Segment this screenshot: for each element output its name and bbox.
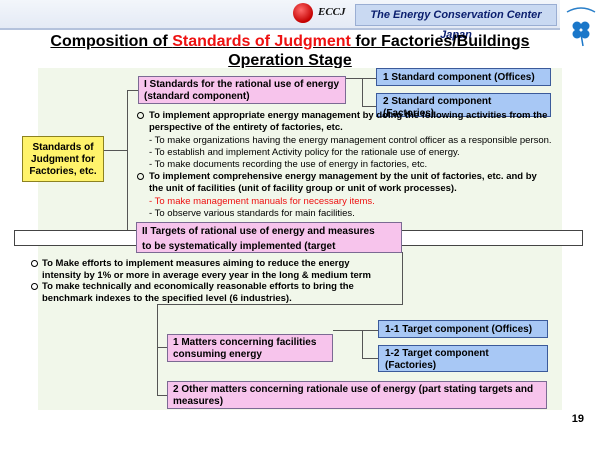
connector-line <box>362 330 363 358</box>
box-label-line: (Factories) <box>383 108 435 119</box>
connector-line <box>362 358 378 359</box>
connector-line <box>157 395 167 396</box>
section1-heading-box: I Standards for the rational use of ener… <box>138 76 346 104</box>
heading-line: II Targets of rational use of energy and… <box>142 226 375 237</box>
box-label-line: (Factories) <box>385 360 437 371</box>
connector-line <box>157 304 158 396</box>
bullet-circle-icon <box>137 112 144 119</box>
connector-line <box>128 90 138 91</box>
s1-bullet1-line1: To implement appropriate energy manageme… <box>149 110 548 121</box>
standard-component-offices-box: 1 Standard component (Offices) <box>376 68 551 86</box>
bullet-circle-icon <box>31 283 38 290</box>
target-component-factories-box: 1-2 Target component (Factories) <box>378 345 548 372</box>
other-matters-box: 2 Other matters concerning rationale use… <box>167 381 547 409</box>
page-number: 19 <box>571 413 584 425</box>
connector-line <box>157 347 167 348</box>
connector-line <box>362 106 376 107</box>
s1-sub-item: - To observe various standards for main … <box>149 208 355 219</box>
s1-sub-item-red: - To make management manuals for necessa… <box>149 196 375 207</box>
target-component-offices-box: 1-1 Target component (Offices) <box>378 320 548 338</box>
s1-sub-item: - To make documents recording the use of… <box>149 159 428 170</box>
section2-heading-box: II Targets of rational use of energy and… <box>136 222 402 253</box>
standard-component-factories-box: 2 Standard component (Factories) <box>376 93 551 119</box>
connector-line <box>346 78 376 79</box>
s2-bullet1-line2: intensity by 1% or more in average every… <box>42 270 371 281</box>
logo-text: ECCJ <box>318 6 346 18</box>
connector-line <box>127 90 128 235</box>
connector-line <box>402 252 403 304</box>
s1-sub-item: - To establish and implement Activity po… <box>149 147 460 158</box>
s2-bullet2-line2: benchmark indexes to the specified level… <box>42 293 292 304</box>
header-rule <box>0 28 560 30</box>
connector-line <box>104 150 128 151</box>
organization-name: The Energy Conservation Center Japan <box>355 4 557 41</box>
bullet-circle-icon <box>31 260 38 267</box>
box-label-line: 1-2 Target component <box>385 348 489 359</box>
connector-line <box>157 304 403 305</box>
bullet-circle-icon <box>137 173 144 180</box>
connector-line <box>333 330 378 331</box>
heading-line: to be systematically implemented (target <box>142 241 336 252</box>
connector-line <box>362 78 363 106</box>
s2-bullet1-line1: To Make efforts to implement measures ai… <box>42 258 350 269</box>
eccj-logo-icon <box>293 3 313 23</box>
s1-bullet2-line2: the unit of facilities (unit of facility… <box>149 183 457 194</box>
page-title: Composition of Standards of Judgment for… <box>50 33 530 69</box>
standards-of-judgment-box: Standards of Judgment for Factories, etc… <box>22 136 104 182</box>
s1-bullet1-line2: perspective of the entirety of factories… <box>149 122 343 133</box>
clover-logo-icon <box>566 7 596 47</box>
s1-sub-item: - To make organizations having the energ… <box>149 135 552 146</box>
s1-bullet2-line1: To implement comprehensive energy manage… <box>149 171 537 182</box>
box-label-line: 2 Standard component <box>383 96 492 107</box>
s2-bullet2-line1: To make technically and economically rea… <box>42 281 354 292</box>
facilities-matters-box: 1 Matters concerning facilities consumin… <box>167 334 333 362</box>
